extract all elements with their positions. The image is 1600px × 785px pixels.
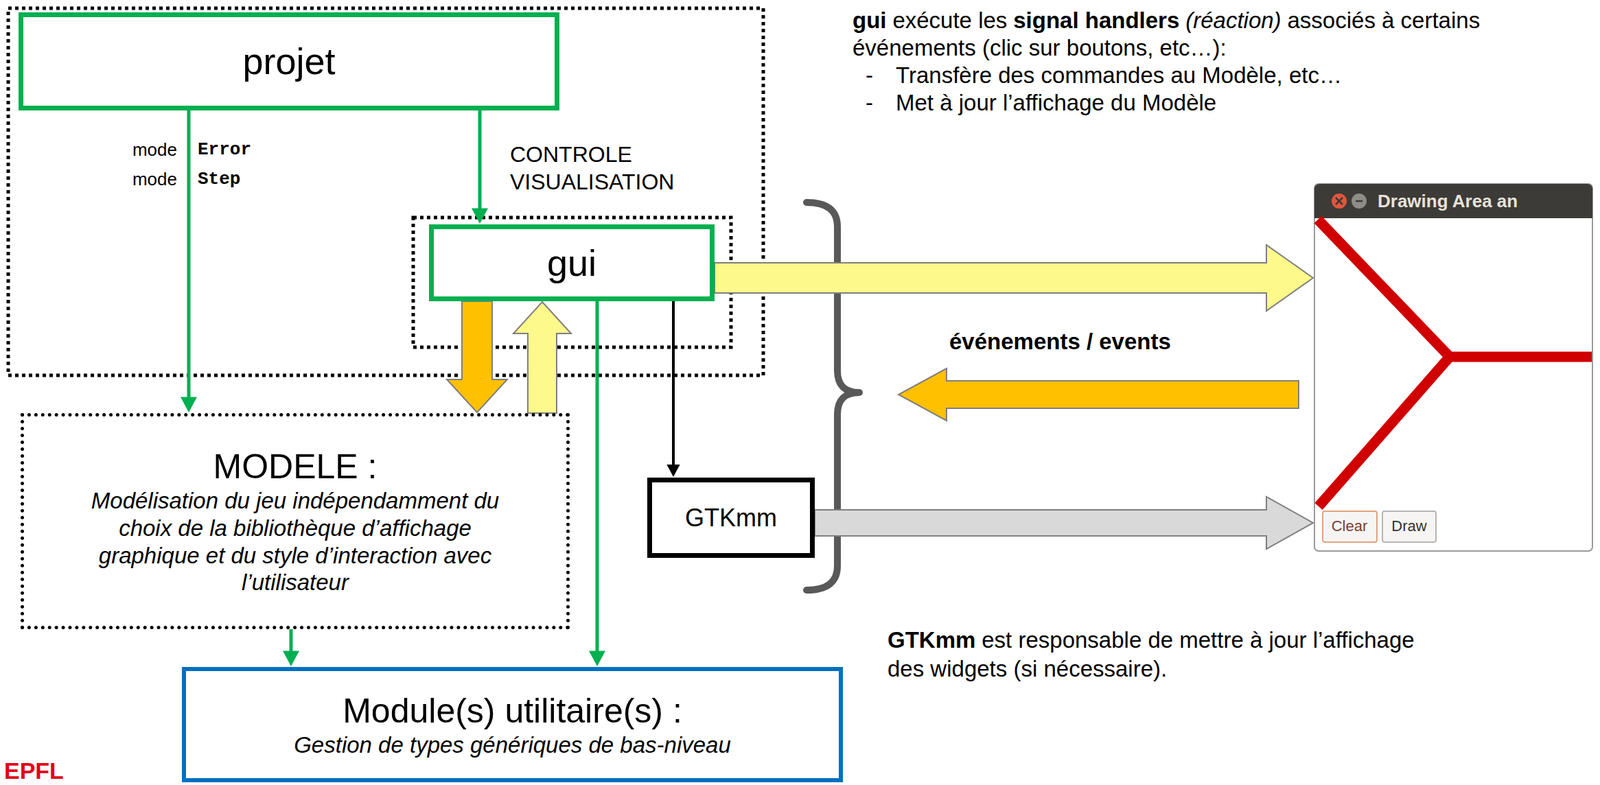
bullet-text: Transfère des commandes au Modèle, etc… — [895, 61, 1342, 90]
arrow-shape — [446, 301, 508, 413]
window-frame — [1314, 183, 1593, 552]
model-box: MODELE :Modélisation du jeu indépendamme… — [20, 413, 570, 630]
close-cross — [1335, 197, 1343, 205]
arrowhead — [282, 651, 300, 668]
connector-line — [478, 110, 482, 210]
mode-label: mode — [116, 168, 178, 191]
node-title: Clear — [1331, 517, 1368, 536]
utility-module-box: Module(s) utilitaire(s) :Gestion de type… — [181, 667, 843, 783]
arrowhead — [471, 208, 489, 225]
red-drawing — [1317, 219, 1592, 507]
gtkmm-box: GTKmm — [647, 477, 815, 559]
widget-arrow — [814, 496, 1314, 550]
node-title: GTKmm — [685, 503, 778, 533]
note-text: (réaction) — [1185, 7, 1281, 33]
arrowhead — [666, 464, 680, 478]
event-label: événements / events — [949, 328, 1171, 356]
minimize-button — [1351, 193, 1367, 209]
bullet-dash: - — [865, 61, 874, 90]
display-arrow — [714, 245, 1314, 311]
node-title: Module(s) utilitaire(s) : — [342, 690, 683, 732]
connector-line — [187, 110, 191, 399]
note-keyword: signal handlers — [1013, 7, 1180, 33]
mode-value: Step — [197, 168, 241, 191]
node-title: Drawing Area an — [1377, 189, 1518, 213]
note-keyword: gui — [852, 7, 887, 33]
arrowhead — [588, 651, 606, 668]
project-box: projet — [18, 12, 560, 111]
arrow-shape — [814, 496, 1314, 550]
group-dotted-outline — [8, 8, 764, 376]
connector-line — [289, 629, 294, 653]
arrow-shape — [513, 302, 572, 414]
update-arrow — [513, 302, 572, 414]
arrow-shape — [714, 245, 1314, 311]
note-paragraph: GTKmmest responsable de mettre à jour l’… — [887, 625, 1437, 684]
button: Draw — [1381, 510, 1437, 543]
node-title: MODELE : — [213, 446, 378, 488]
button: Clear — [1322, 510, 1378, 543]
mode-value: Error — [197, 139, 252, 161]
note-text: exécute les — [892, 7, 1007, 33]
app-window: Drawing Area an Clear Draw — [1314, 183, 1593, 552]
command-arrow — [446, 301, 508, 413]
note-keyword: GTKmm — [887, 627, 976, 653]
window-titlebar — [1314, 183, 1593, 219]
connector-line — [671, 301, 675, 466]
node-title: Draw — [1391, 517, 1427, 536]
node-title: projet — [242, 39, 335, 84]
arrowhead — [180, 397, 197, 414]
node-body: Gestion de types génériques de bas-nivea… — [293, 731, 732, 760]
events-arrow — [898, 368, 1299, 421]
control-line — [471, 110, 489, 224]
logo-text: EPFL — [4, 759, 64, 783]
bullet-text: Met à jour l’affichage du Modèle — [895, 89, 1217, 117]
minimize-bar — [1355, 200, 1363, 203]
node-title: gui — [547, 240, 597, 286]
note-paragraph: guiexécute lessignal handlers(réaction)a… — [852, 6, 1598, 62]
connector-line — [595, 301, 600, 653]
control-line — [588, 301, 606, 667]
gui-dotted-outline — [413, 217, 732, 348]
gui-box: gui — [429, 224, 715, 302]
control-line — [180, 110, 197, 413]
bullet-dash: - — [865, 89, 874, 117]
node-body: Modélisation du jeu indépendamment du ch… — [75, 487, 515, 598]
control-line — [666, 301, 680, 478]
mode-label: mode — [116, 139, 178, 161]
close-button — [1331, 193, 1347, 209]
control-line — [282, 629, 300, 667]
flow-label: CONTROLE VISUALISATION — [509, 140, 737, 196]
